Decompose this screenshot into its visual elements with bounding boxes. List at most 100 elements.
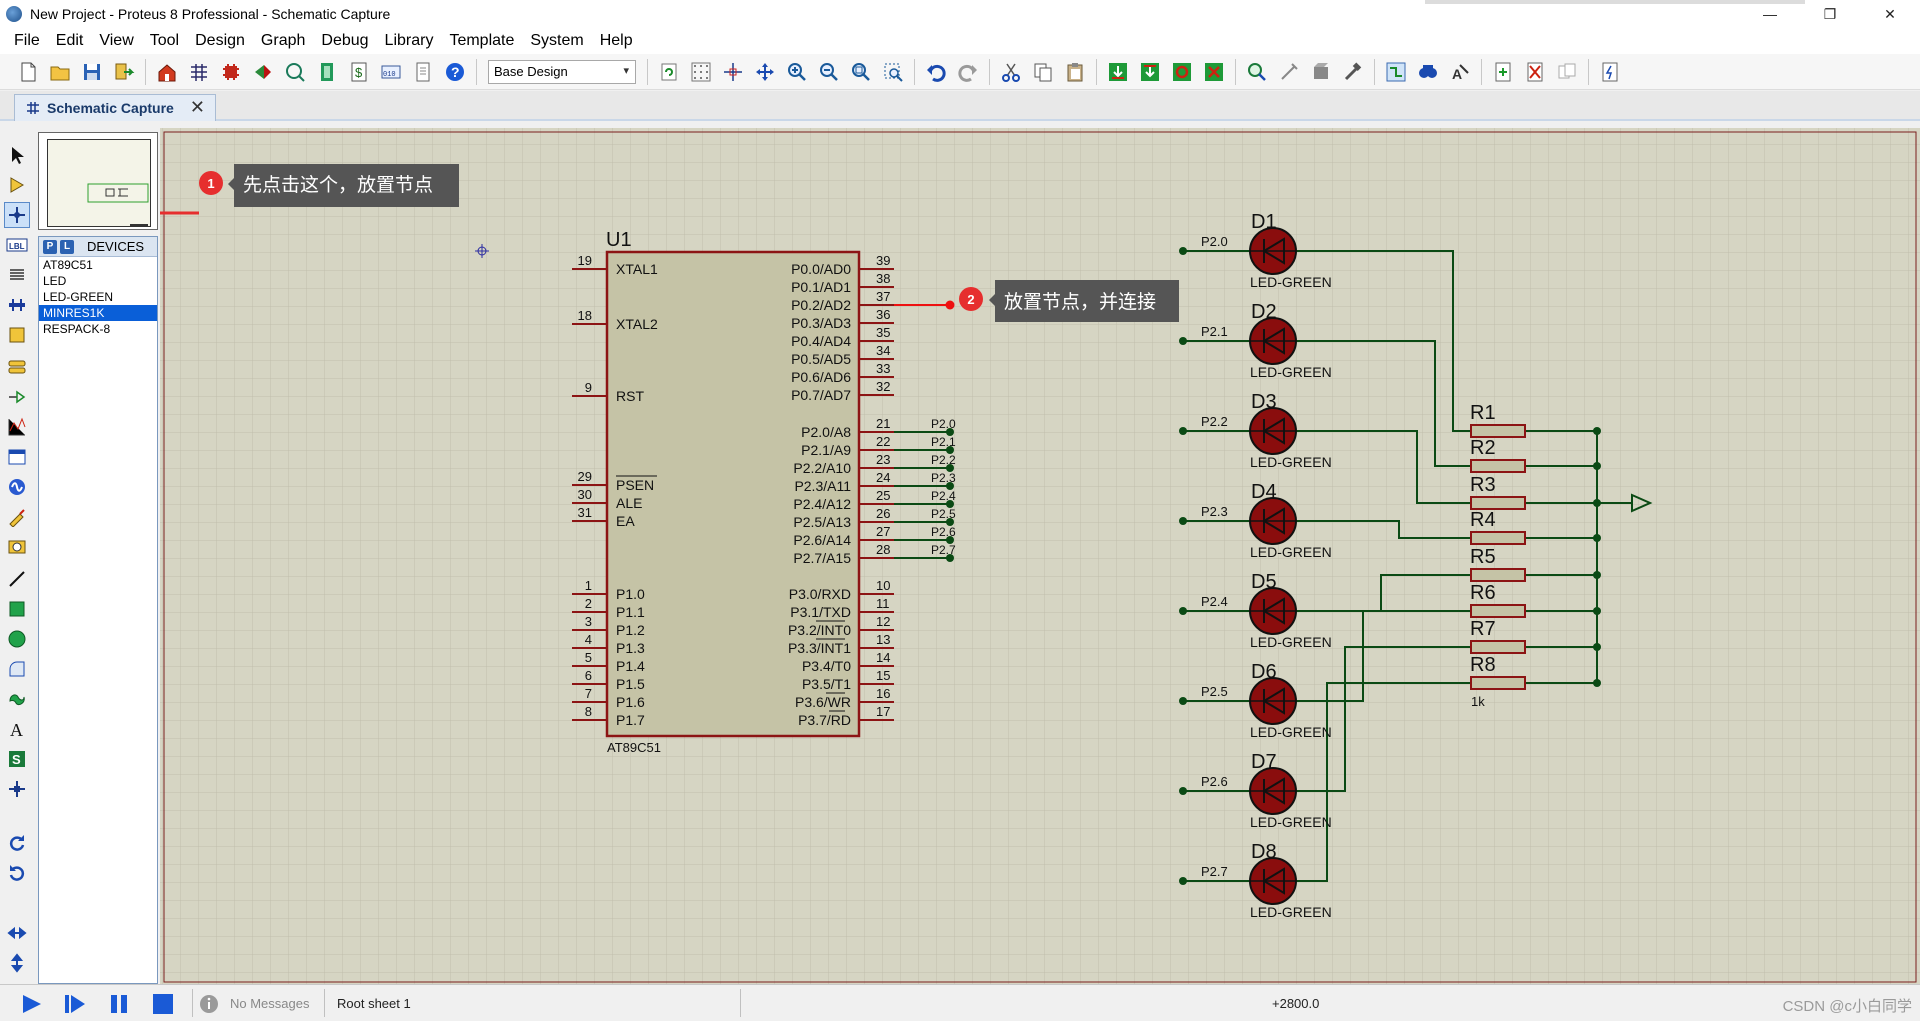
path-mode-icon[interactable] (4, 686, 30, 712)
origin-icon[interactable] (719, 58, 747, 86)
zoom-in-icon[interactable] (783, 58, 811, 86)
new-sheet-icon[interactable] (1489, 58, 1517, 86)
zoom-area-icon[interactable] (879, 58, 907, 86)
pan-icon[interactable] (751, 58, 779, 86)
pick-devices-button[interactable]: P (43, 239, 57, 254)
device-item[interactable]: AT89C51 (43, 258, 93, 272)
schematic-svg[interactable]: U1AT89C5119XTAL118XTAL29RST29PSEN30ALE31… (30, 128, 1920, 984)
menu-edit[interactable]: Edit (55, 32, 84, 49)
block-delete-icon[interactable] (1200, 58, 1228, 86)
rotate-clockwise-icon[interactable] (4, 830, 30, 856)
rotate-anticlockwise-icon[interactable] (4, 860, 30, 886)
buses-mode-icon[interactable] (4, 292, 30, 318)
terminals-mode-icon[interactable] (4, 354, 30, 380)
open-folder-icon[interactable] (46, 58, 74, 86)
text-script-mode-icon[interactable] (4, 262, 30, 288)
zoom-all-icon[interactable] (847, 58, 875, 86)
design-variant-select[interactable]: Base Design ▾ (488, 59, 636, 84)
schematic-icon[interactable] (185, 58, 213, 86)
wire-label-mode-icon[interactable]: LBL (4, 232, 30, 258)
text-mode-icon[interactable]: A (4, 716, 30, 742)
menu-file[interactable]: File (14, 32, 40, 49)
circle-mode-icon[interactable] (4, 626, 30, 652)
pcb-layout-icon[interactable] (217, 58, 245, 86)
menu-view[interactable]: View (99, 32, 134, 49)
device-item[interactable]: LED-GREEN (43, 290, 114, 304)
electrical-rule-check-icon[interactable] (1596, 58, 1624, 86)
import-icon[interactable] (110, 58, 138, 86)
copy-icon[interactable] (1029, 58, 1057, 86)
component-mode-icon[interactable] (4, 172, 30, 198)
step-icon[interactable] (60, 990, 90, 1018)
cut-icon[interactable] (997, 58, 1025, 86)
device-item[interactable]: LED (43, 274, 67, 288)
save-icon[interactable] (78, 58, 106, 86)
restore-button[interactable]: ❐ (1823, 5, 1837, 22)
notes-icon[interactable] (409, 58, 437, 86)
virtual-instrument-mode-icon[interactable] (4, 534, 30, 560)
led-group[interactable]: P2.0D1LED-GREENP2.1D2LED-GREENP2.2D3LED-… (1179, 211, 1332, 920)
pick-device-icon[interactable] (1243, 58, 1271, 86)
menu-design[interactable]: Design (195, 32, 245, 49)
zoom-out-icon[interactable] (815, 58, 843, 86)
home-icon[interactable] (153, 58, 181, 86)
menu-debug[interactable]: Debug (321, 32, 369, 49)
close-tab-icon[interactable]: ✕ (189, 97, 205, 117)
tab-schematic-capture[interactable]: Schematic Capture ✕ (14, 94, 216, 121)
mirror-horizontal-icon[interactable] (4, 920, 30, 946)
refresh-icon[interactable] (655, 58, 683, 86)
messages-status[interactable]: No Messages (230, 996, 310, 1011)
arc-mode-icon[interactable] (4, 656, 30, 682)
menu-help[interactable]: Help (599, 32, 633, 49)
voltage-probe-mode-icon[interactable] (4, 504, 30, 530)
grid-toggle-icon[interactable] (687, 58, 715, 86)
menu-graph[interactable]: Graph (260, 32, 306, 49)
undo-icon[interactable] (922, 58, 950, 86)
menu-library[interactable]: Library (384, 32, 434, 49)
play-icon[interactable] (16, 990, 46, 1018)
device-pins-mode-icon[interactable] (4, 384, 30, 410)
exit-to-parent-icon[interactable] (1553, 58, 1581, 86)
design-explorer-icon[interactable] (313, 58, 341, 86)
symbol-mode-icon[interactable]: S (4, 746, 30, 772)
stop-icon[interactable] (148, 990, 178, 1018)
marker-mode-icon[interactable] (4, 776, 30, 802)
block-rotate-icon[interactable] (1168, 58, 1196, 86)
search-tag-icon[interactable] (1414, 58, 1442, 86)
tape-recorder-mode-icon[interactable] (4, 444, 30, 470)
pause-icon[interactable] (104, 990, 134, 1018)
block-copy-icon[interactable] (1104, 58, 1132, 86)
box-mode-icon[interactable] (4, 596, 30, 622)
source-code-icon[interactable]: 010 (377, 58, 405, 86)
bill-of-materials-icon[interactable]: $ (345, 58, 373, 86)
overview-window[interactable] (38, 132, 158, 230)
junction-dot-mode-icon[interactable] (4, 202, 30, 228)
library-manager-button[interactable]: L (60, 239, 74, 254)
redo-icon[interactable] (954, 58, 982, 86)
property-tool-icon[interactable]: A (1446, 58, 1474, 86)
mirror-vertical-icon[interactable] (4, 950, 30, 976)
generator-mode-icon[interactable] (4, 474, 30, 500)
wire-autorouter-icon[interactable] (1382, 58, 1410, 86)
device-item[interactable]: RESPACK-8 (43, 322, 111, 336)
paste-icon[interactable] (1061, 58, 1089, 86)
line-mode-icon[interactable] (4, 566, 30, 592)
help-icon[interactable]: ? (441, 58, 469, 86)
selection-mode-icon[interactable] (4, 142, 30, 168)
block-move-icon[interactable] (1136, 58, 1164, 86)
subcircuit-mode-icon[interactable] (4, 322, 30, 348)
menu-system[interactable]: System (530, 32, 584, 49)
make-device-icon[interactable] (1275, 58, 1303, 86)
graph-mode-icon[interactable] (4, 414, 30, 440)
new-file-icon[interactable] (14, 58, 42, 86)
decompose-icon[interactable] (1339, 58, 1367, 86)
close-window-button[interactable]: ✕ (1884, 5, 1896, 22)
3d-viewer-icon[interactable] (249, 58, 277, 86)
device-item-selected[interactable]: MINRES1K (39, 305, 157, 321)
gerber-viewer-icon[interactable] (281, 58, 309, 86)
remove-sheet-icon[interactable] (1521, 58, 1549, 86)
menu-tool[interactable]: Tool (149, 32, 180, 49)
packaging-tool-icon[interactable] (1307, 58, 1335, 86)
